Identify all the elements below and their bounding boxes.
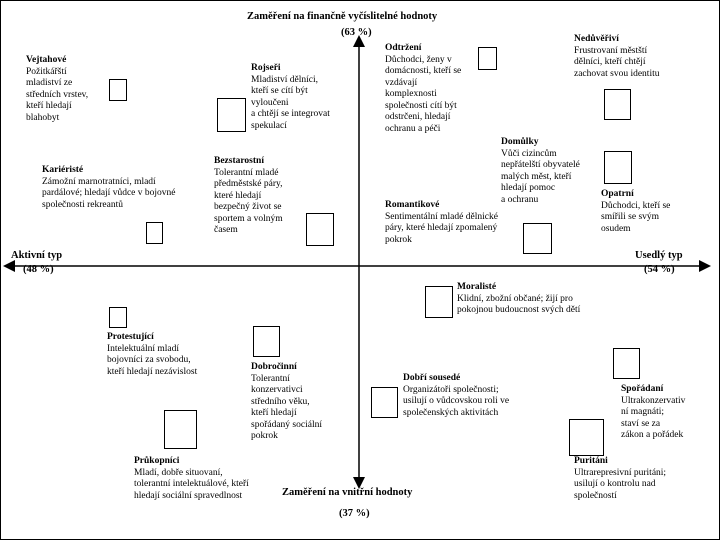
segment-vejtahove: Vejtahové Požitkářští mladiství ze střed… (26, 55, 136, 124)
segment-box-odtrzeni (478, 47, 497, 70)
segment-box-bezstarostni (306, 213, 334, 246)
right-axis-percent: (54 %) (644, 264, 675, 275)
segment-box-opatrni (604, 151, 632, 184)
segment-prukopnici: Průkopníci Mladí, dobře situovaní, toler… (134, 456, 249, 501)
segment-box-moraliste (425, 286, 453, 318)
segment-rojseri: Rojseři Mladiství dělníci, kteří se cítí… (251, 63, 330, 131)
segment-box-neduverivi (604, 89, 631, 120)
segment-bezstarostni: Bezstarostní Tolerantní mladé předměstsk… (214, 156, 283, 235)
segment-protestujici: Protestující Intelektuální mladí bojovní… (107, 332, 198, 377)
segment-box-karieriste (146, 222, 163, 244)
top-axis-percent: (63 %) (341, 27, 372, 38)
segment-domulky: Domůlky Vůči cizincům nepřátelští obyvat… (501, 137, 580, 205)
segment-box-dobrocinni (253, 326, 280, 357)
segment-karieriste: Kariéristé Zámožní marnotratníci, mladí … (42, 165, 176, 210)
bottom-axis-percent: (37 %) (339, 508, 370, 519)
segment-box-rojseri (217, 98, 246, 132)
segment-dobrocinni: Dobročinní Tolerantní konzervativci stře… (251, 362, 322, 441)
segment-box-romantikove (523, 223, 552, 254)
segment-sporadani: Spořádaní Ultrakonzervativ ní magnáti; s… (621, 384, 686, 440)
segment-box-prukopnici (164, 410, 197, 449)
left-axis-title: Aktivní typ (11, 250, 63, 261)
segment-opatrni: Opatrní Důchodci, kteří se smířili se sv… (601, 189, 671, 234)
segment-box-protestujici (109, 307, 127, 328)
segment-box-sporadani (613, 348, 640, 379)
segment-neduverivi: Nedůvěřiví Frustrovaní městští dělníci, … (574, 34, 660, 79)
segment-romantikove: Romantikové Sentimentální mladé dělnické… (385, 200, 498, 245)
segment-puritani: Puritáni Ultrarepresivní puritáni; usilu… (574, 456, 667, 501)
top-axis-title: Zaměření na finančně vyčíslitelné hodnot… (247, 11, 438, 22)
segment-name: Vejtahové (26, 55, 67, 65)
right-axis-title: Usedlý typ (635, 250, 683, 261)
segment-box-vejtahove (109, 79, 127, 101)
segment-moraliste: Moralisté Klidní, zbožní občané; žijí pr… (457, 282, 581, 315)
segment-box-puritani (569, 419, 604, 456)
segment-box-dobri-sousede (371, 387, 398, 418)
bottom-axis-title: Zaměření na vnitřní hodnoty (282, 487, 413, 498)
segment-dobri-sousede: Dobří sousedé Organizátoři společnosti; … (403, 373, 510, 418)
left-axis-percent: (48 %) (23, 264, 54, 275)
segment-odtrzeni: Odtržení Důchodci, ženy v domácnosti, kt… (385, 43, 462, 134)
